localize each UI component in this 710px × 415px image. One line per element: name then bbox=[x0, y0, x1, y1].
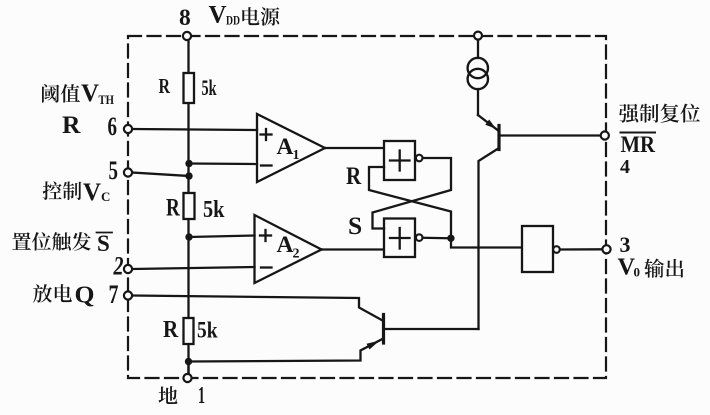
svg-text:DD: DD bbox=[226, 13, 240, 28]
svg-text:R: R bbox=[346, 161, 362, 190]
svg-text:V: V bbox=[81, 80, 99, 107]
svg-text:7: 7 bbox=[109, 280, 119, 309]
svg-text:5k: 5k bbox=[197, 318, 218, 344]
svg-text:V: V bbox=[618, 254, 636, 281]
svg-text:S: S bbox=[348, 211, 362, 240]
svg-text:0: 0 bbox=[634, 265, 641, 280]
svg-text:5k: 5k bbox=[203, 197, 225, 223]
svg-text:5k: 5k bbox=[202, 75, 217, 100]
svg-text:8: 8 bbox=[179, 5, 191, 31]
svg-text:MR: MR bbox=[621, 132, 656, 157]
svg-text:TH: TH bbox=[99, 92, 115, 107]
svg-text:4: 4 bbox=[620, 156, 630, 178]
svg-text:R: R bbox=[163, 317, 179, 343]
svg-text:A: A bbox=[277, 134, 294, 160]
svg-text:S: S bbox=[97, 231, 110, 256]
svg-text:R: R bbox=[62, 110, 81, 139]
svg-text:1: 1 bbox=[198, 382, 205, 409]
svg-text:2: 2 bbox=[113, 252, 124, 281]
svg-text:R: R bbox=[166, 193, 180, 222]
svg-text:R: R bbox=[159, 74, 171, 98]
svg-text:2: 2 bbox=[293, 247, 300, 262]
svg-text:5: 5 bbox=[109, 156, 119, 185]
svg-text:V: V bbox=[209, 0, 228, 29]
svg-text:Q: Q bbox=[75, 282, 95, 309]
svg-text:3: 3 bbox=[620, 232, 631, 257]
svg-text:6: 6 bbox=[108, 112, 118, 141]
svg-text:A: A bbox=[277, 232, 294, 258]
svg-text:V: V bbox=[83, 177, 102, 206]
svg-text:C: C bbox=[101, 189, 110, 204]
svg-text:1: 1 bbox=[293, 148, 300, 163]
